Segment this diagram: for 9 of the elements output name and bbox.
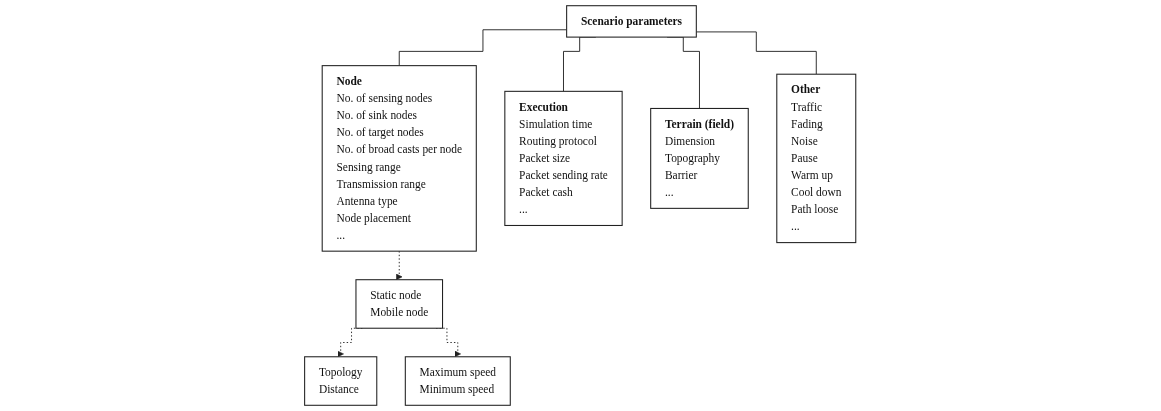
node-box: Execution Simulation time Routing protocol Packet size Packet sending rate Packet cash ... — [504, 90, 623, 226]
node-box: Terrain (field) Dimension Topography Barrier ... — [650, 107, 750, 209]
node-box: Maximum speed Minimum speed — [405, 356, 512, 406]
node-box: Scenario parameters — [566, 5, 698, 38]
node-box: Other Traffic Fading Noise Pause Warm up Cool down Path loose ... — [776, 73, 857, 244]
node-box: Node No. of sensing nodes No. of sink nodes No. of target nodes No. of broad casts per node Sensing range Transmission range Antenna type Node placement ... — [321, 65, 478, 252]
node-box: Topology Distance — [304, 356, 378, 406]
node-box: Static node Mobile node — [355, 279, 444, 329]
connector — [696, 31, 818, 75]
